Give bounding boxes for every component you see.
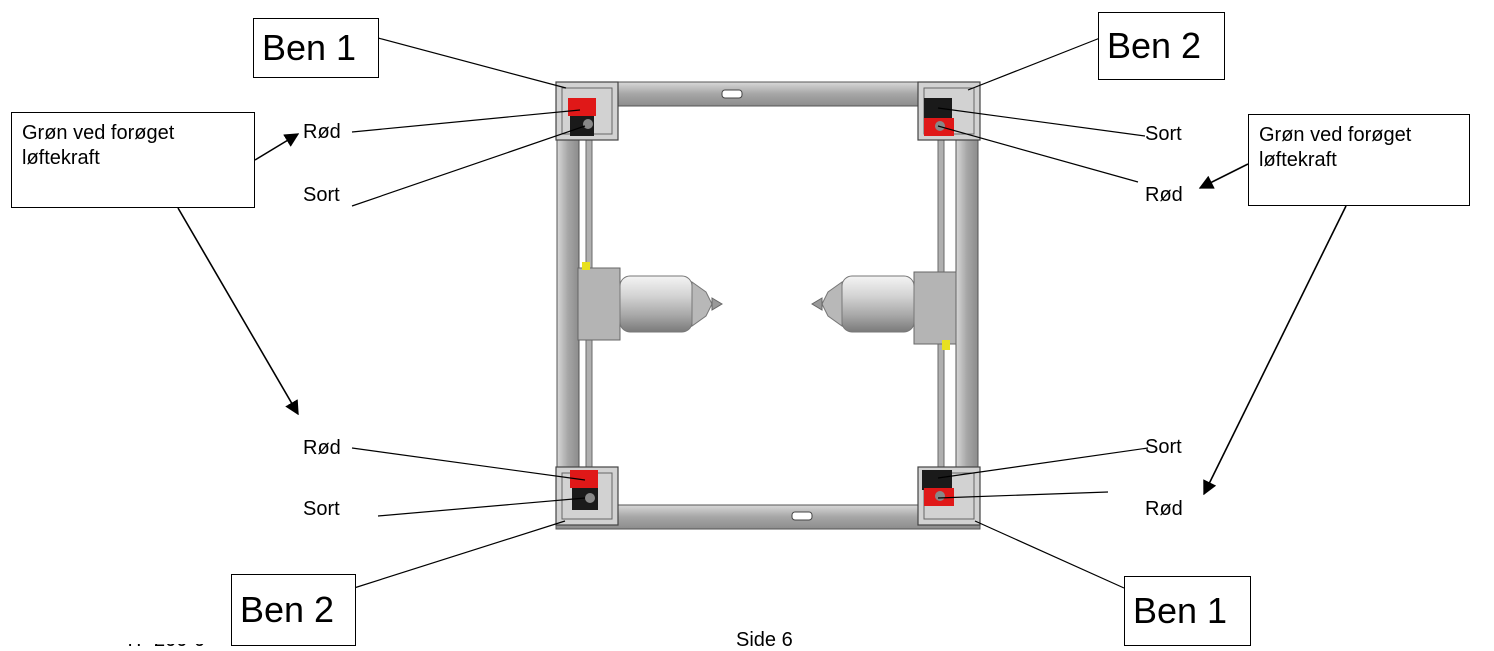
right-motor [811, 271, 957, 350]
frame-right-rail [955, 99, 979, 521]
note-text: Grøn ved forøget løftekraft [22, 122, 175, 169]
leg-label-text: Ben 1 [1133, 590, 1228, 631]
frame-top-rail [555, 81, 981, 107]
note-arrows [177, 133, 1347, 496]
leg-label-text: Ben 2 [1107, 25, 1202, 66]
leg-label-text: Ben 1 [262, 27, 357, 68]
footer-page-number: Side 6 [736, 629, 793, 651]
left-motor [577, 262, 723, 341]
note-box-right: Grøn ved forøget løftekraft [1248, 114, 1470, 206]
bottom-slot [791, 511, 813, 521]
note-box-left: Grøn ved forøget løftekraft [11, 112, 255, 208]
frame-left-rail [556, 99, 580, 521]
wire-leader-lines [351, 107, 1149, 517]
wire-label-bottom-right-red: Rød [1145, 498, 1183, 520]
wire-label-top-right-red: Rød [1145, 184, 1183, 206]
corner-bottom-left [555, 466, 619, 526]
leg-label-bottom-right: Ben 1 [1124, 576, 1251, 646]
leg-label-bottom-left: Ben 2 [231, 574, 356, 646]
corner-bottom-right [917, 466, 981, 526]
wire-label-bottom-left-black: Sort [303, 498, 340, 520]
frame-bottom-rail [555, 504, 981, 530]
wire-label-bottom-right-black: Sort [1145, 436, 1182, 458]
corner-top-right [917, 81, 981, 141]
wire-label-top-left-black: Sort [303, 184, 340, 206]
leg-label-text: Ben 2 [240, 589, 335, 630]
wire-label-top-left-red: Rød [303, 121, 341, 143]
wire-label-bottom-left-red: Rød [303, 437, 341, 459]
wire-label-top-right-black: Sort [1145, 123, 1182, 145]
red-connector [568, 98, 596, 116]
note-text: Grøn ved forøget løftekraft [1259, 124, 1412, 171]
top-slot [721, 89, 743, 99]
leg-label-top-right: Ben 2 [1098, 12, 1225, 80]
black-connector [922, 470, 952, 490]
red-connector [570, 470, 598, 488]
leg-leader-lines [353, 37, 1125, 589]
leg-label-top-left: Ben 1 [253, 18, 379, 78]
